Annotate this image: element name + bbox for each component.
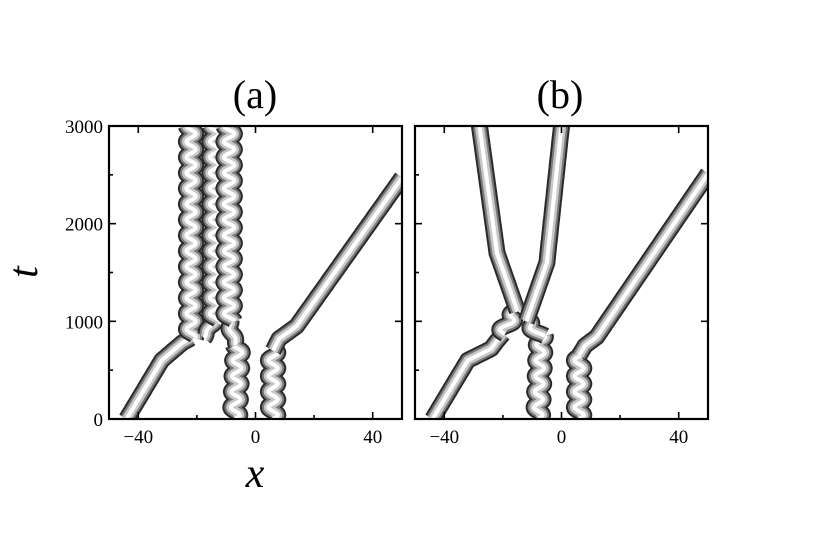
panel-b-track-5-layer-3 bbox=[524, 126, 564, 323]
x-tick-label: 40 bbox=[363, 427, 382, 448]
panel-a-track-6-layer-3 bbox=[221, 126, 237, 323]
panel-a-track-5-layer-3 bbox=[227, 320, 238, 346]
panel-a-track-0-layer-3 bbox=[124, 336, 193, 419]
panel-a-plot-area bbox=[118, 126, 402, 419]
panel-a-axes: −40 0 40 0 1000 2000 3000 bbox=[65, 117, 402, 448]
panel-a-title: (a) bbox=[233, 72, 277, 117]
y-tick-label: 0 bbox=[94, 410, 104, 431]
panel-a-track-1-layer-3 bbox=[184, 126, 198, 339]
panel-a-ylabel: t bbox=[1, 265, 47, 278]
panel-b-track-0-layer-3 bbox=[430, 332, 505, 419]
panel-b-track-3-layer-3 bbox=[532, 335, 548, 419]
panel-b-track-4-layer-3 bbox=[527, 319, 547, 338]
panel-a-xlabel: x bbox=[245, 451, 265, 497]
panel-b: (b) −40 0 40 bbox=[413, 72, 710, 448]
panel-b-track-7-layer-3 bbox=[577, 172, 708, 357]
panel-a-track-7-layer-3 bbox=[266, 349, 280, 419]
panel-b-title: (b) bbox=[537, 72, 584, 117]
panel-b-track-6-layer-3 bbox=[572, 353, 586, 419]
x-tick-label: −40 bbox=[123, 427, 153, 448]
panel-a: (a) −40 0 40 0 1000 2000 3000 x t bbox=[1, 72, 404, 497]
panel-b-track-1-layer-3 bbox=[497, 309, 517, 336]
x-tick-label: 40 bbox=[669, 427, 688, 448]
x-tick-label: −40 bbox=[429, 427, 459, 448]
x-tick-label: 0 bbox=[557, 427, 567, 448]
panel-b-track-2-layer-3 bbox=[477, 126, 520, 313]
y-tick-label: 1000 bbox=[65, 312, 103, 333]
y-tick-label: 3000 bbox=[65, 117, 103, 138]
panel-a-track-8-layer-3 bbox=[271, 176, 402, 352]
panel-b-axes: −40 0 40 bbox=[415, 125, 708, 448]
y-tick-label: 2000 bbox=[65, 215, 103, 236]
panel-b-plot-area bbox=[424, 126, 708, 419]
x-tick-label: 0 bbox=[251, 427, 261, 448]
panel-a-track-4-layer-3 bbox=[228, 343, 245, 419]
